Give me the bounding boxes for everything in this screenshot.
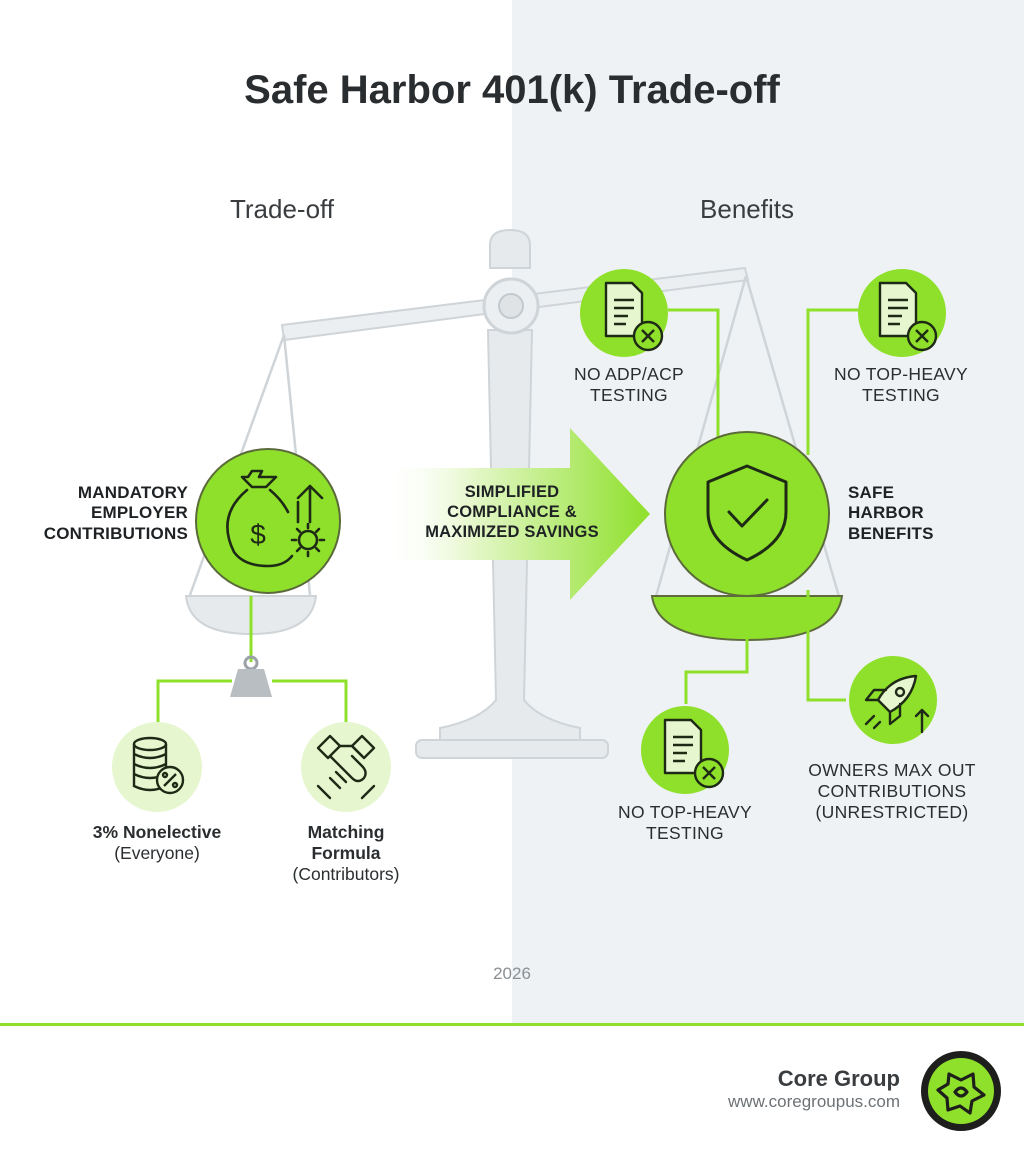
connectors (156, 308, 860, 728)
svg-text:$: $ (250, 519, 266, 550)
footer-url[interactable]: www.coregroupus.com (728, 1092, 900, 1111)
section-label-tradeoff: Trade-off (229, 194, 335, 224)
benefit-no-adp-acp-testing: NO ADP/ACP TESTING (574, 364, 684, 405)
big-arrow (380, 428, 650, 600)
section-label-benefits: Benefits (700, 194, 794, 224)
document-x-icon (641, 706, 729, 794)
benefit-owners-max-out: OWNERS MAX OUT CONTRIBUTIONS (UNRESTRICT… (808, 760, 976, 822)
document-x-icon (580, 269, 668, 357)
footer (0, 1026, 1024, 1154)
benefit-no-top-heavy-testing-bottom: NO TOP-HEAVY TESTING (618, 802, 752, 843)
right-pan-strings (653, 275, 842, 601)
rocket-icon (849, 656, 937, 744)
footer-brand: Core Group (777, 1066, 900, 1091)
document-x-icon (858, 269, 946, 357)
safe-harbor-benefits-label: SAFE HARBOR BENEFITS (848, 483, 934, 543)
option-matching-formula: Matching Formula (Contributors) (292, 822, 400, 884)
mandatory-contributions-label: MANDATORY EMPLOYER CONTRIBUTIONS (43, 483, 188, 543)
option-nonelective: 3% Nonelective (Everyone) (92, 822, 222, 863)
weight-icon (230, 655, 272, 697)
coin-stack-percent-icon (112, 722, 202, 812)
footer-divider (0, 1023, 1024, 1026)
scale-beam (280, 266, 750, 342)
shield-check-icon (664, 431, 830, 597)
page-title: Safe Harbor 401(k) Trade-off (244, 68, 780, 112)
core-group-logo-icon (921, 1051, 1001, 1131)
handshake-icon (301, 722, 391, 812)
money-bag-gear-icon: $ (195, 448, 341, 594)
arrow-label: SIMPLIFIED COMPLIANCE & MAXIMIZED SAVING… (425, 483, 599, 541)
year-label: 2026 (493, 964, 531, 983)
benefit-no-top-heavy-testing-top: NO TOP-HEAVY TESTING (834, 364, 968, 405)
